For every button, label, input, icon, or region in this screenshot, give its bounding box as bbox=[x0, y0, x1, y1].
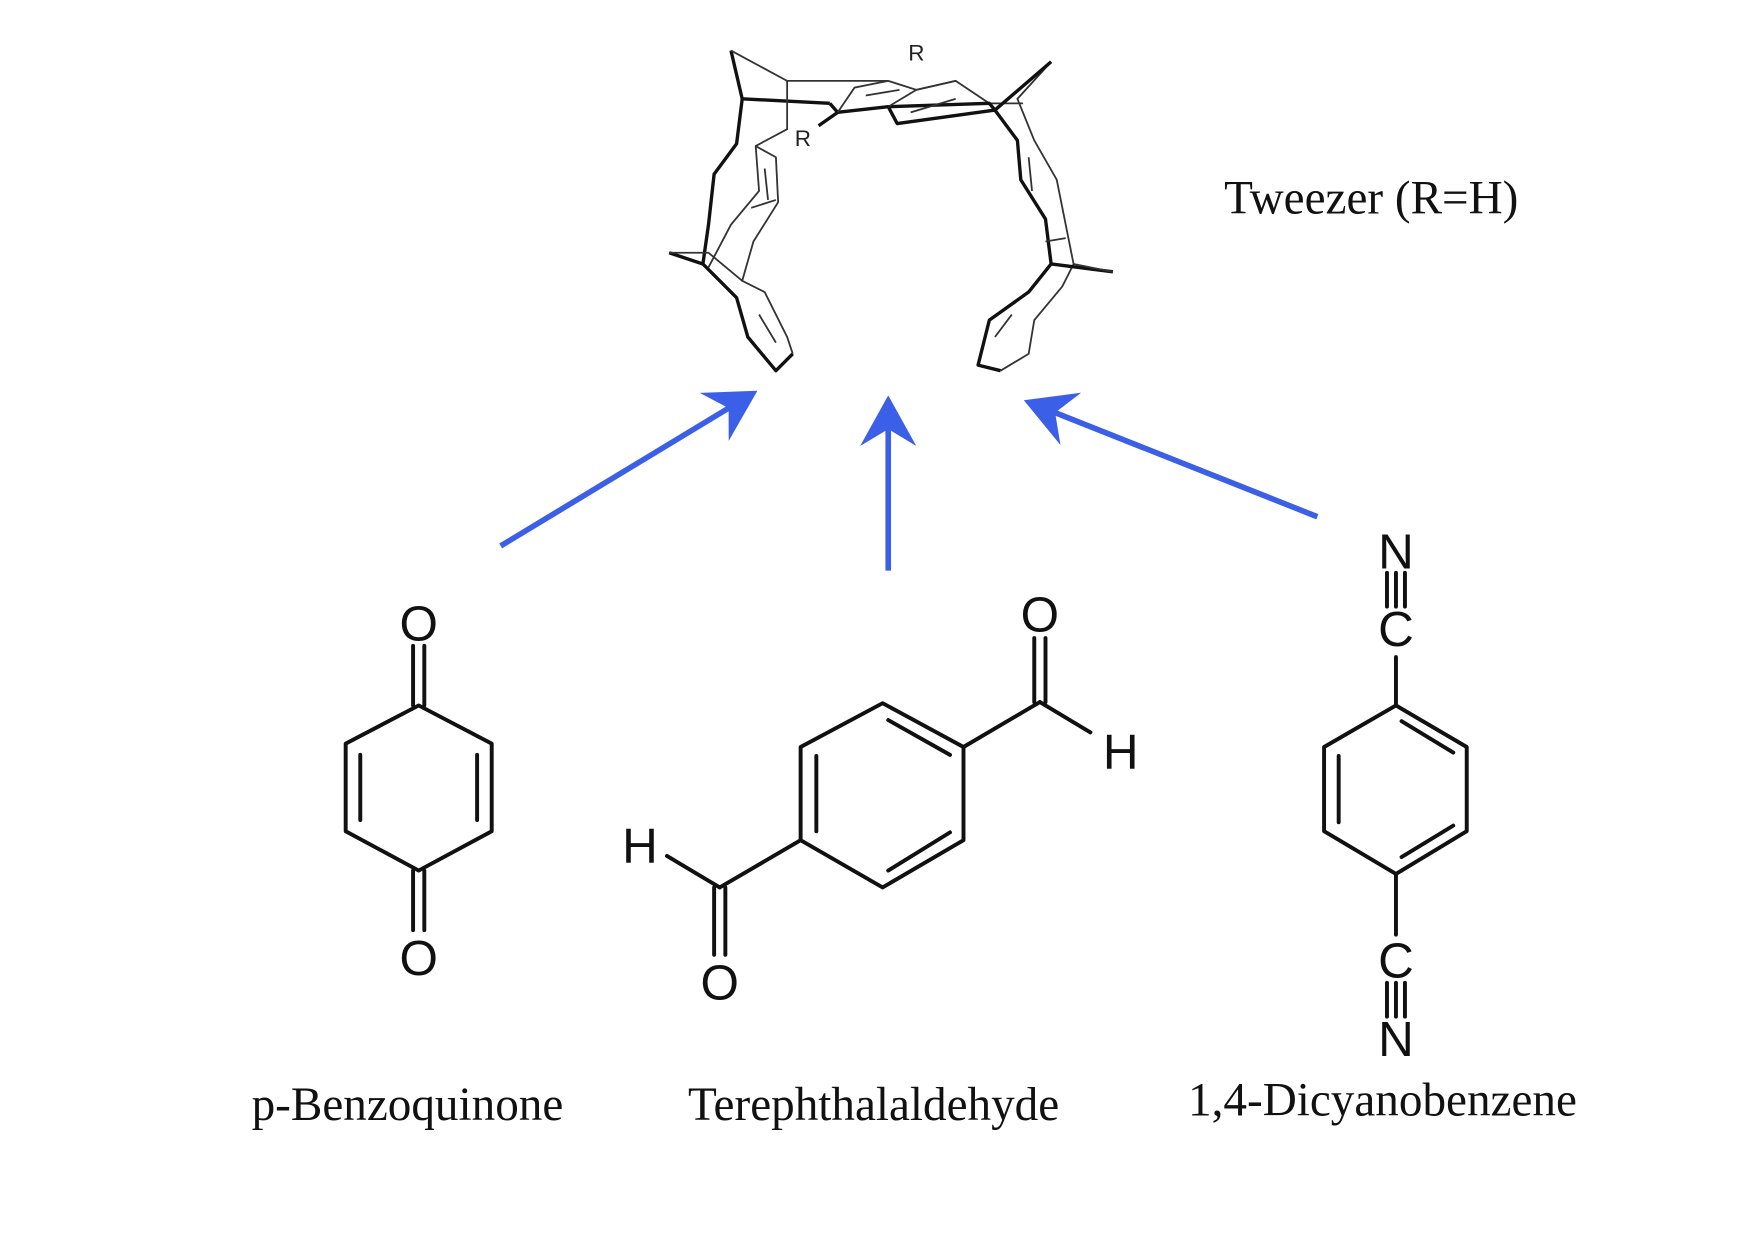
atom-label: O bbox=[1021, 587, 1059, 642]
r-group-label: R bbox=[908, 41, 924, 66]
arrow-benzoquinone-to-tweezer bbox=[499, 390, 758, 549]
atom-label: C bbox=[1378, 933, 1414, 988]
molecule-label: Terephthalaldehyde bbox=[688, 1079, 1059, 1131]
molecule-label: p-Benzoquinone bbox=[252, 1079, 564, 1131]
terephthalaldehyde-structure: O H O H bbox=[622, 587, 1138, 1010]
atom-label: N bbox=[1378, 524, 1414, 579]
tweezer-structure: R R bbox=[668, 41, 1114, 373]
arrow-dicyanobenzene-to-tweezer bbox=[1023, 392, 1319, 520]
tweezer-label: Tweezer (R=H) bbox=[1224, 172, 1518, 224]
atom-label: C bbox=[1378, 602, 1414, 657]
dicyanobenzene-structure: N C C N bbox=[1322, 524, 1469, 1067]
benzoquinone-structure: O O bbox=[343, 596, 494, 986]
molecule-label: 1,4-Dicyanobenzene bbox=[1188, 1074, 1577, 1126]
atom-label: O bbox=[399, 596, 437, 651]
atom-label: O bbox=[399, 931, 437, 986]
atom-label: H bbox=[1103, 724, 1139, 779]
atom-label: H bbox=[622, 819, 658, 874]
atom-label: N bbox=[1378, 1012, 1414, 1067]
r-group-label: R bbox=[795, 126, 811, 151]
atom-label: O bbox=[701, 956, 739, 1011]
